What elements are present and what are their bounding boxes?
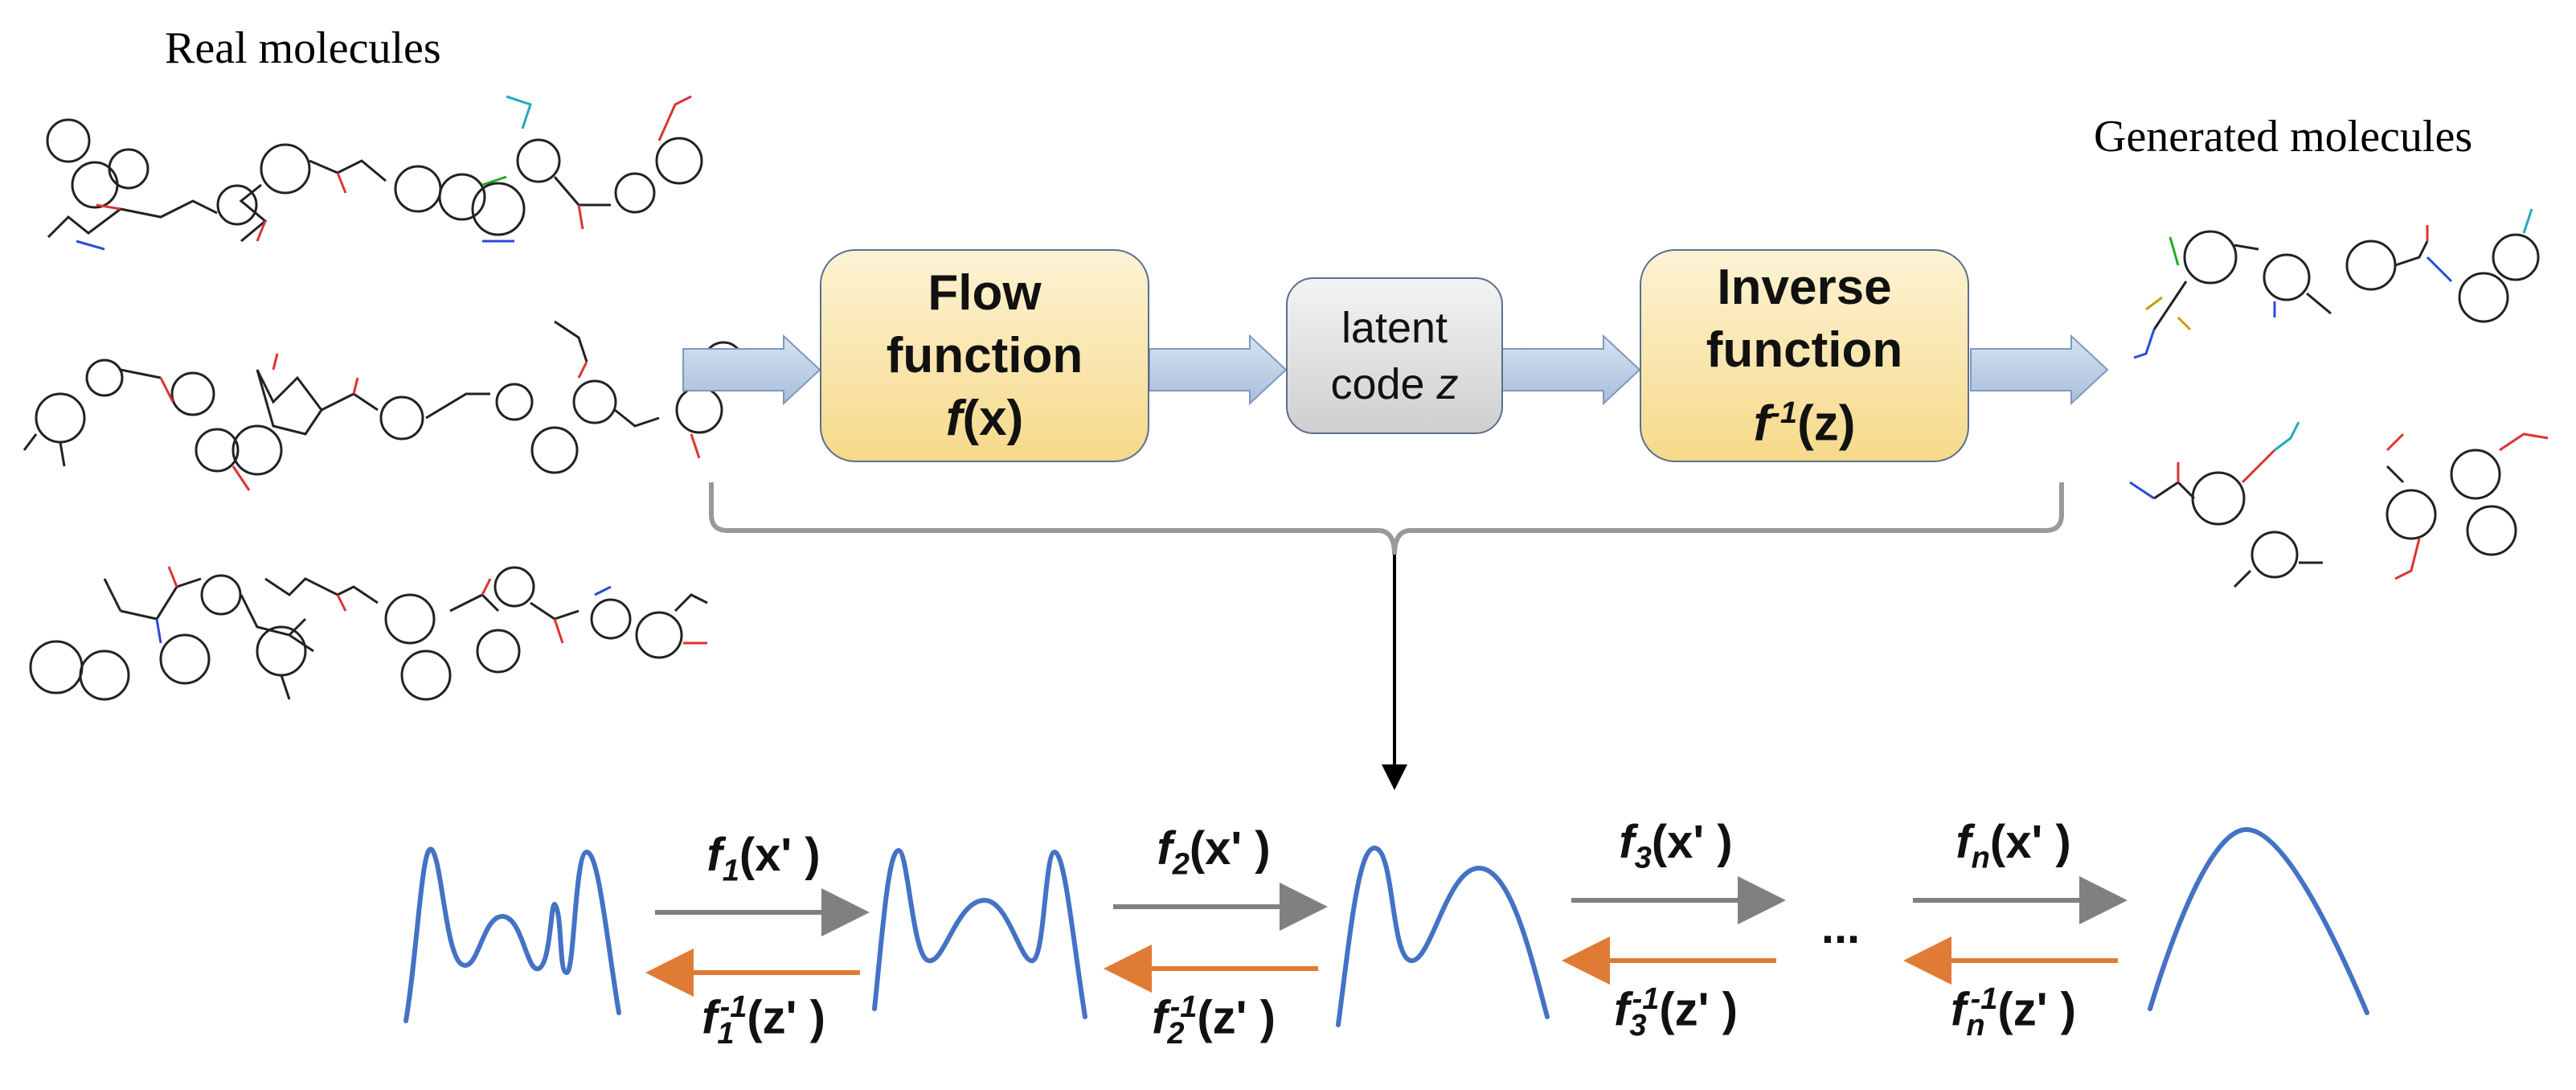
step-2-inv-sub: 2 <box>1167 1016 1185 1051</box>
real-molecule-5 <box>231 353 534 476</box>
step-1-inv-fn: f <box>702 991 718 1044</box>
real-molecule-3 <box>471 95 703 243</box>
curve-1 <box>403 846 621 1023</box>
step-1-inv-arg: (z' ) <box>747 991 825 1044</box>
inverse-box-sup: -1 <box>1770 395 1798 430</box>
flow-box-line2: function <box>886 327 1083 383</box>
real-molecule-4 <box>23 359 251 491</box>
forward-arrows <box>655 876 2128 936</box>
step-3-fn: f <box>1619 816 1635 868</box>
step-3-inverse-label: f3-1(z' ) <box>1583 982 1768 1043</box>
step-2-inv-sup: -1 <box>1169 990 1198 1024</box>
distribution-curves <box>403 826 2369 1027</box>
step-1-inverse-label: f1-1(z' ) <box>671 990 856 1051</box>
real-molecule-2 <box>239 143 507 243</box>
step-3-fwd-arg: (x' ) <box>1651 816 1733 868</box>
step-2-inv-fn: f <box>1152 991 1168 1044</box>
step-1-fn: f <box>706 829 723 881</box>
step-n-inv-fn: f <box>1951 983 1967 1036</box>
inverse-arrows <box>645 936 2118 997</box>
step-2-inverse-label: f2-1(z' ) <box>1121 990 1306 1051</box>
real-molecule-9 <box>476 566 708 674</box>
inverse-box-arg: (z) <box>1797 395 1856 452</box>
step-n-inv-sup: -1 <box>1970 982 1998 1016</box>
step-2-sub: 2 <box>1172 847 1190 882</box>
step-1-inv-sub: 1 <box>717 1016 735 1051</box>
block-arrow-latent-to-inverse <box>1501 334 1641 406</box>
real-molecule-1 <box>46 118 258 251</box>
inverse-box-line1: Inverse <box>1717 259 1892 315</box>
curve-3 <box>1336 845 1550 1027</box>
generated-molecule-2 <box>2345 208 2540 323</box>
step-1-fwd-arg: (x' ) <box>739 829 821 881</box>
inverse-function-box: Inverse function f-1(z) <box>1640 249 1969 462</box>
real-molecule-7 <box>29 566 314 701</box>
step-n-inv-arg: (z' ) <box>1997 983 2076 1036</box>
step-n-fwd-arg: (x' ) <box>1989 816 2071 868</box>
step-1-sub: 1 <box>722 854 739 888</box>
step-n-inverse-label: fn-1(z' ) <box>1921 982 2106 1043</box>
grouping-bracket <box>709 482 2064 555</box>
step-n-sub: n <box>1971 841 1990 875</box>
real-molecule-6 <box>530 320 744 474</box>
inverse-box-line2: function <box>1706 322 1903 378</box>
block-arrow-output <box>1970 334 2109 406</box>
step-3-inv-sub: 3 <box>1629 1008 1647 1043</box>
real-molecules-heading: Real molecules <box>165 23 441 73</box>
latent-box-var: z <box>1436 359 1459 408</box>
flow-box-fn: f <box>945 390 963 446</box>
latent-box-line1: latent <box>1341 303 1448 352</box>
step-n-forward-label: fn(x' ) <box>1933 815 2094 876</box>
latent-box-code-label: code <box>1330 359 1437 408</box>
generated-molecules-grid <box>2129 208 2549 588</box>
step-2-fwd-arg: (x' ) <box>1189 822 1271 875</box>
flow-box-formula: f(x) <box>946 387 1023 450</box>
step-3-inv-sup: -1 <box>1632 982 1660 1016</box>
latent-box-line2: code z <box>1330 356 1458 412</box>
flow-box-arg: (x) <box>962 390 1024 446</box>
real-molecules-grid <box>23 95 744 701</box>
generated-molecules-heading: Generated molecules <box>2094 112 2473 162</box>
curve-2 <box>872 847 1087 1019</box>
real-molecule-8 <box>256 577 500 701</box>
step-2-fn: f <box>1157 822 1173 875</box>
flow-function-box: Flow function f(x) <box>820 249 1149 462</box>
step-2-inv-arg: (z' ) <box>1197 991 1276 1044</box>
step-3-forward-label: f3(x' ) <box>1595 815 1756 876</box>
latent-code-box: latent code z <box>1286 277 1503 434</box>
generated-molecule-3 <box>2129 421 2323 588</box>
generated-molecule-1 <box>2133 230 2332 359</box>
block-arrows <box>682 334 2109 406</box>
step-3-sub: 3 <box>1634 841 1652 875</box>
step-2-forward-label: f2(x' ) <box>1133 822 1294 883</box>
step-n-inv-sub: n <box>1966 1008 1985 1043</box>
inverse-box-formula: f-1(z) <box>1754 382 1856 456</box>
inverse-box-fn: f <box>1753 395 1771 452</box>
step-1-inv-sup: -1 <box>719 990 747 1024</box>
ellipsis: ... <box>1820 901 1861 953</box>
curve-4 <box>2148 826 2369 1015</box>
step-3-inv-arg: (z' ) <box>1659 983 1738 1036</box>
generated-molecule-4 <box>2386 432 2549 580</box>
step-n-fn: f <box>1956 816 1972 868</box>
step-1-forward-label: f1(x' ) <box>683 828 844 889</box>
block-arrow-flow-to-latent <box>1149 334 1288 406</box>
block-arrow-input <box>682 334 821 406</box>
step-3-inv-fn: f <box>1614 983 1630 1036</box>
flow-box-line1: Flow <box>928 264 1042 321</box>
